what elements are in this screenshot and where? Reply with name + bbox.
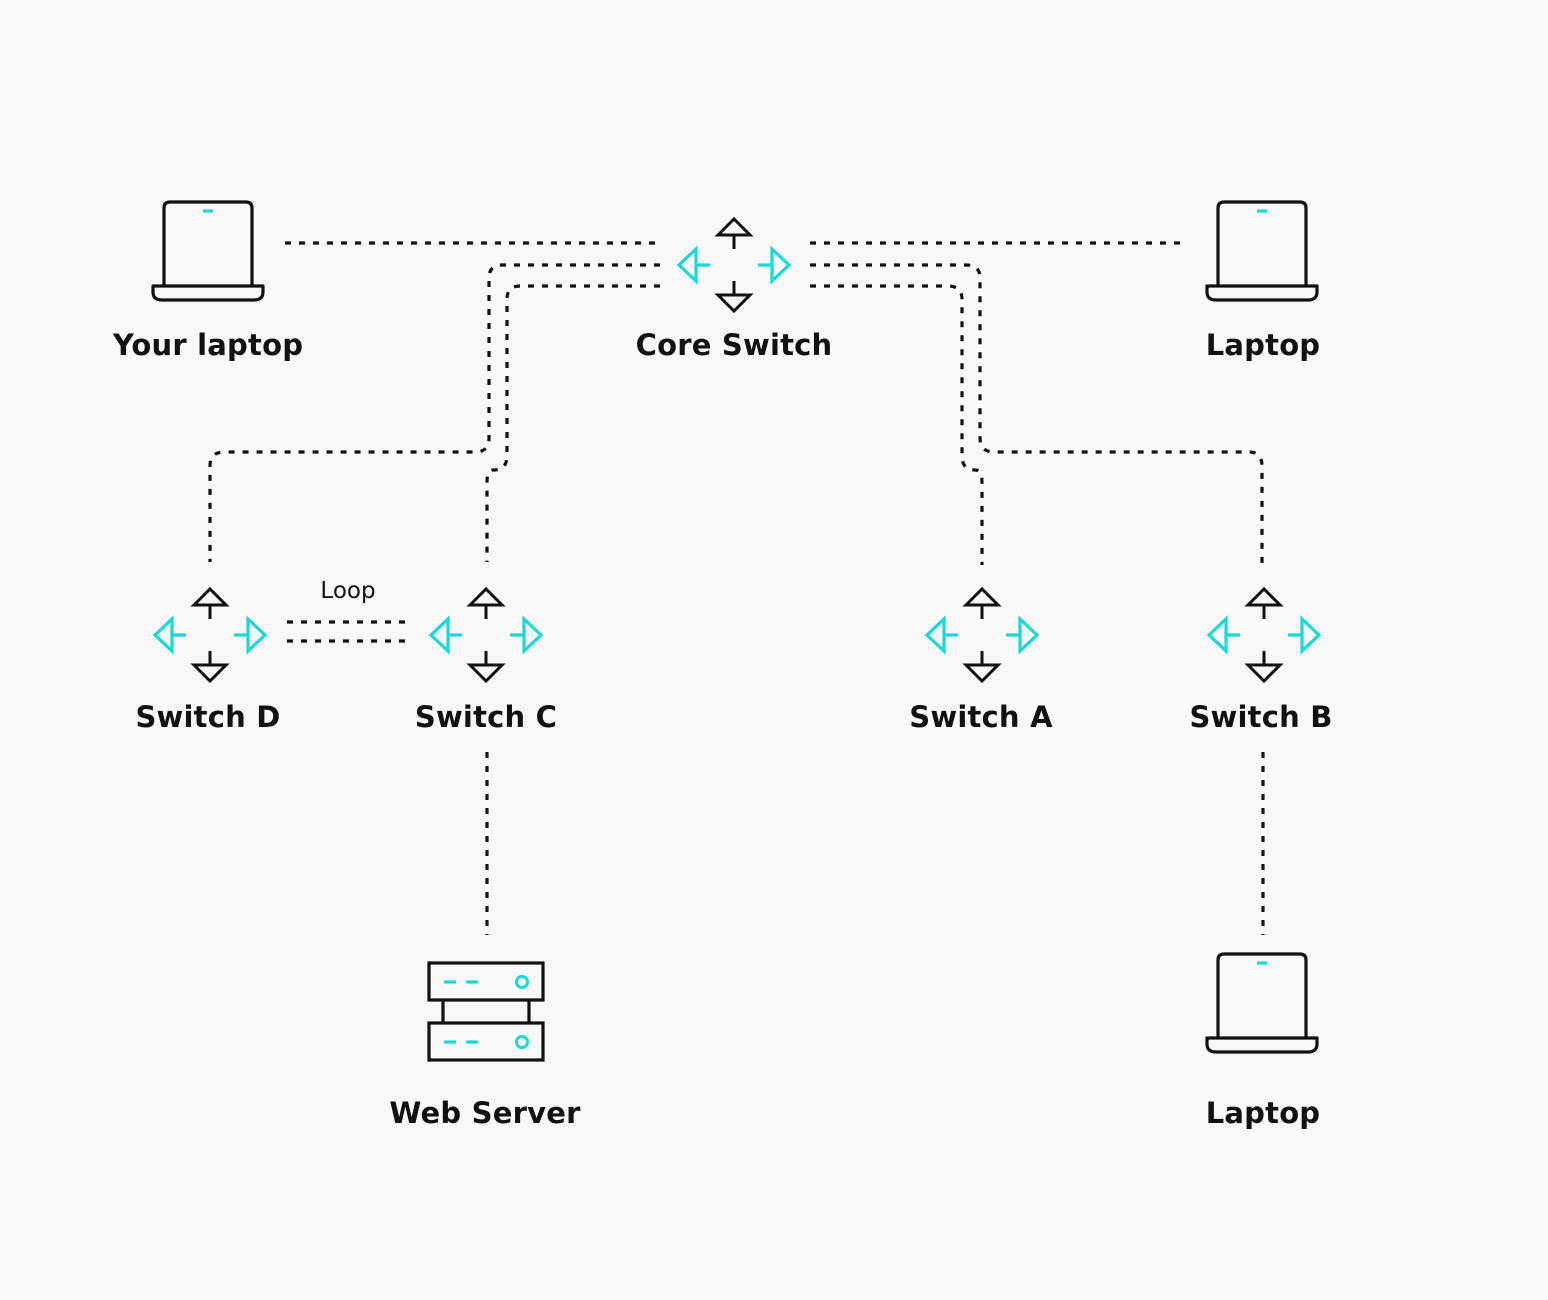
links-layer (208, 241, 1265, 935)
laptop-icon[interactable] (151, 200, 265, 302)
laptop-icon[interactable] (1205, 200, 1319, 302)
node-label-your-laptop: Your laptop (112, 328, 304, 362)
switch-icon[interactable] (925, 587, 1039, 683)
node-label-core-switch: Core Switch (635, 328, 833, 362)
link-core-switch-switch-d (208, 263, 660, 562)
loop-link-label: Loop (320, 578, 376, 604)
laptop-icon[interactable] (1205, 952, 1319, 1054)
node-label-laptop-top-right: Laptop (1205, 328, 1321, 362)
switch-icon[interactable] (429, 587, 543, 683)
node-label-switch-c: Switch C (414, 700, 558, 734)
node-label-switch-b: Switch B (1189, 700, 1333, 734)
switch-icon[interactable] (677, 217, 791, 313)
server-icon[interactable] (427, 961, 545, 1062)
switch-icon[interactable] (153, 587, 267, 683)
node-label-switch-d: Switch D (135, 700, 281, 734)
node-label-laptop-bottom-right: Laptop (1205, 1096, 1321, 1130)
link-core-switch-switch-a (810, 284, 984, 565)
link-core-switch-switch-b (810, 263, 1264, 565)
switch-icon[interactable] (1207, 587, 1321, 683)
node-label-switch-a: Switch A (909, 700, 1053, 734)
link-core-switch-switch-c (485, 284, 660, 562)
node-label-web-server: Web Server (389, 1096, 581, 1130)
